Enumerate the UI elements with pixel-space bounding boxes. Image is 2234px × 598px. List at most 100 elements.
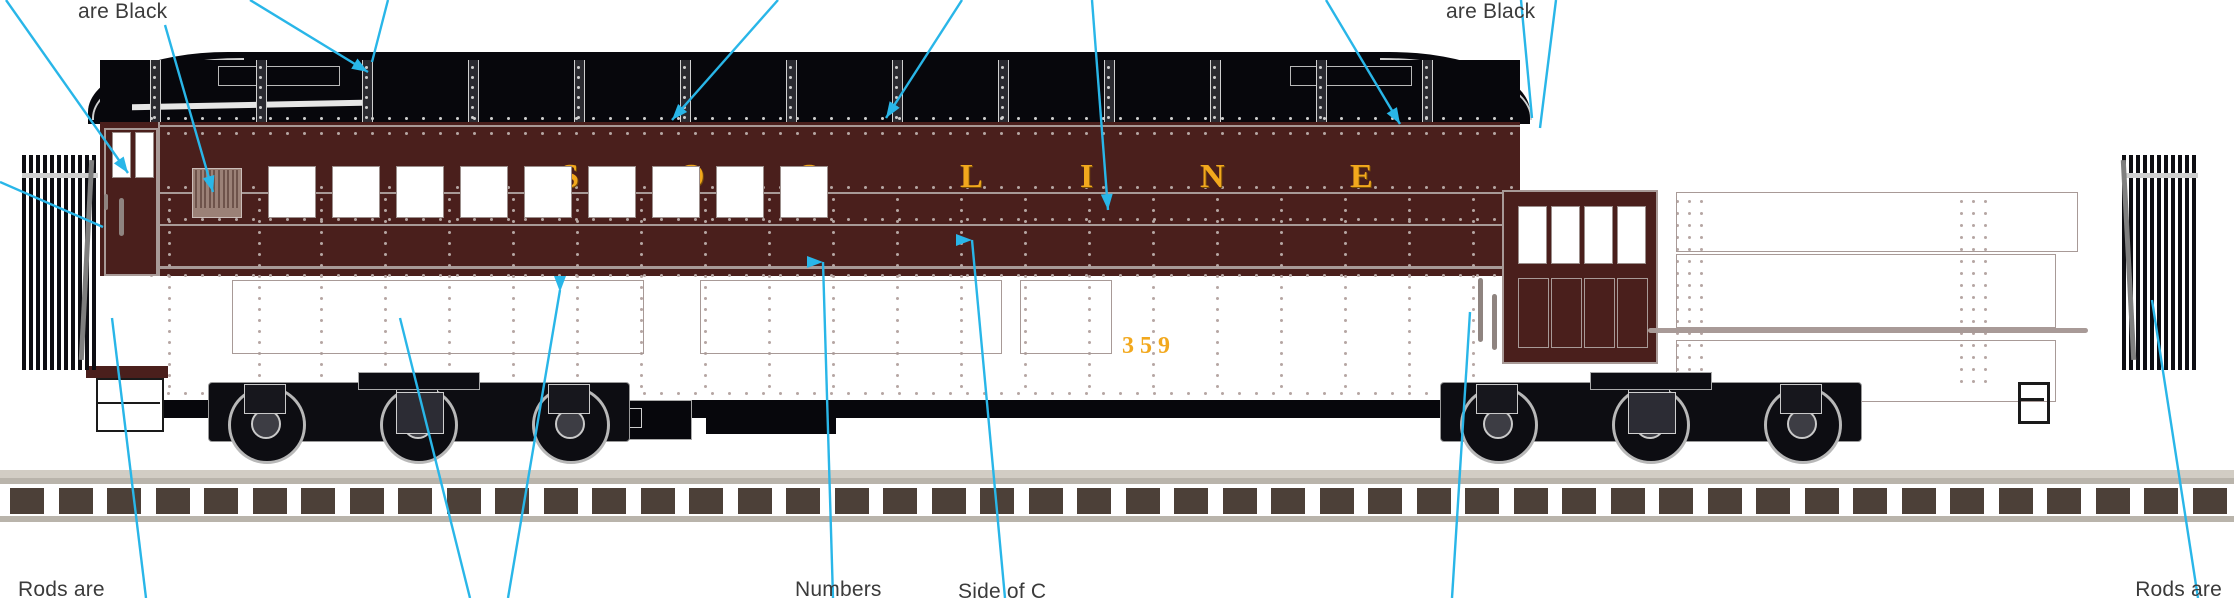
rivet: [813, 117, 816, 120]
rivet: [1323, 218, 1326, 221]
post-rivet: [1676, 212, 1679, 215]
post-rivet: [1408, 286, 1411, 289]
rivet: [1459, 117, 1462, 120]
post-rivet: [384, 297, 387, 300]
rivet: [167, 392, 170, 395]
post-rivet: [1688, 260, 1691, 263]
post-rivet: [704, 308, 707, 311]
rivet: [1425, 274, 1428, 277]
post-rivet: [768, 209, 771, 212]
rivet: [932, 392, 935, 395]
tie: [689, 488, 723, 514]
rivet: [1323, 132, 1326, 135]
post-rivet: [1088, 363, 1091, 366]
post-rivet: [1344, 319, 1347, 322]
rivet: [966, 392, 969, 395]
rivet: [983, 274, 986, 277]
post-rivet: [1472, 352, 1475, 355]
tie: [398, 488, 432, 514]
rivet: [1204, 117, 1207, 120]
clerestory-post: [574, 60, 585, 124]
post-rivet: [1676, 344, 1679, 347]
rivet: [1425, 392, 1428, 395]
post-rivet: [1688, 320, 1691, 323]
rivet: [677, 218, 680, 221]
rivet: [575, 218, 578, 221]
tie: [58, 488, 93, 514]
rivet: [1493, 218, 1496, 221]
post-rivet: [768, 242, 771, 245]
post-rivet: [1280, 231, 1283, 234]
baggage-door-lower-panel-3: [1584, 278, 1615, 348]
post-rivet: [1024, 385, 1027, 388]
post-rivet: [640, 286, 643, 289]
post-rivet: [258, 209, 261, 212]
wheel-hub: [251, 409, 281, 439]
rivet: [1493, 132, 1496, 135]
annotation-top-right-are-black: are Black: [1446, 0, 1536, 23]
post-rivet: [1280, 330, 1283, 333]
post-rivet: [1280, 319, 1283, 322]
post-rivet: [1024, 264, 1027, 267]
clerestory-post-rivet: [1001, 86, 1004, 89]
post-rivet: [168, 209, 171, 212]
rivet: [1238, 274, 1241, 277]
post-rivet: [1700, 332, 1703, 335]
post-rivet: [1152, 264, 1155, 267]
passenger-window: [332, 166, 380, 218]
rivet: [1068, 218, 1071, 221]
rivet: [354, 117, 357, 120]
left-end-sill: [86, 366, 168, 378]
road-name-letter-5: N: [1200, 158, 1225, 195]
post-rivet: [1984, 332, 1987, 335]
rivet: [728, 132, 731, 135]
post-rivet: [1344, 308, 1347, 311]
clerestory-post-rivet: [895, 76, 898, 79]
post-rivet: [704, 319, 707, 322]
clerestory-post-rivet: [577, 106, 580, 109]
post-rivet: [1344, 330, 1347, 333]
post-rivet: [960, 242, 963, 245]
tie: [1610, 488, 1645, 514]
clerestory-post-rivet: [577, 116, 580, 119]
post-rivet: [320, 198, 323, 201]
rivet: [915, 117, 918, 120]
rivet: [1051, 117, 1054, 120]
post-rivet: [1472, 264, 1475, 267]
post-rivet: [1984, 380, 1987, 383]
post-rivet: [512, 209, 515, 212]
post-rivet: [1216, 264, 1219, 267]
rivet: [507, 186, 510, 189]
post-rivet: [1216, 363, 1219, 366]
rivet: [1289, 218, 1292, 221]
post-rivet: [576, 297, 579, 300]
rivet: [813, 274, 816, 277]
post-rivet: [960, 275, 963, 278]
rivet: [422, 132, 425, 135]
post-rivet: [1960, 320, 1963, 323]
rivet: [1340, 274, 1343, 277]
rivet: [677, 392, 680, 395]
post-rivet: [1408, 297, 1411, 300]
post-rivet: [1344, 385, 1347, 388]
clerestory-post-rivet: [1107, 66, 1110, 69]
tie: [1901, 488, 1936, 514]
post-rivet: [1280, 253, 1283, 256]
tie: [1368, 488, 1402, 514]
rivet: [1119, 218, 1122, 221]
rivet: [1306, 274, 1309, 277]
rivet: [1374, 132, 1377, 135]
rivet: [796, 132, 799, 135]
rivet: [660, 132, 663, 135]
rivet: [983, 186, 986, 189]
rivet: [422, 274, 425, 277]
post-rivet: [1408, 308, 1411, 311]
rivet: [1272, 132, 1275, 135]
rivet: [915, 218, 918, 221]
passenger-window: [396, 166, 444, 218]
rivet: [1476, 274, 1479, 277]
rivet: [218, 117, 221, 120]
post-rivet: [832, 363, 835, 366]
rivet: [371, 218, 374, 221]
